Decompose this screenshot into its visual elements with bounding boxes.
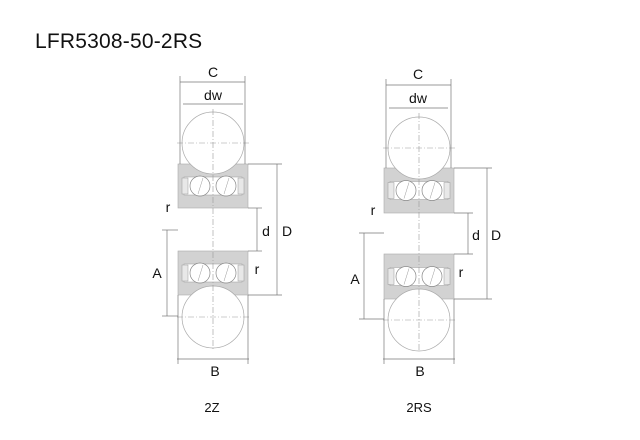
label-B: B [415,363,424,379]
seal-icon [181,264,189,282]
ball-icon [189,175,211,197]
seal-icon [387,182,395,199]
label-dw: dw [204,87,223,103]
label-dw: dw [409,90,428,106]
ball-icon [395,180,417,201]
label-C: C [413,66,423,82]
label-C: C [208,64,218,80]
label-r-top: r [371,202,376,218]
ball-icon [215,175,237,197]
label-A: A [152,265,162,281]
variant-caption: 2RS [406,400,432,415]
label-A: A [350,271,360,287]
ball-icon [215,262,237,284]
label-B: B [210,363,219,379]
seal-icon [443,268,451,285]
seal-icon [443,182,451,199]
seal-icon [237,177,245,195]
variant-caption: 2Z [204,400,219,415]
label-r-top: r [166,199,171,215]
label-D: D [282,223,292,239]
ball-icon [395,266,417,287]
ball-icon [421,266,443,287]
seal-icon [181,177,189,195]
label-D: D [491,227,501,243]
label-d: d [472,227,480,243]
seal-icon [387,268,395,285]
label-r-bottom: r [459,264,464,280]
product-title: LFR5308-50-2RS [35,30,203,53]
ball-icon [189,262,211,284]
label-d: d [262,223,270,239]
ball-icon [421,180,443,201]
seal-icon [237,264,245,282]
label-r-bottom: r [255,261,260,277]
